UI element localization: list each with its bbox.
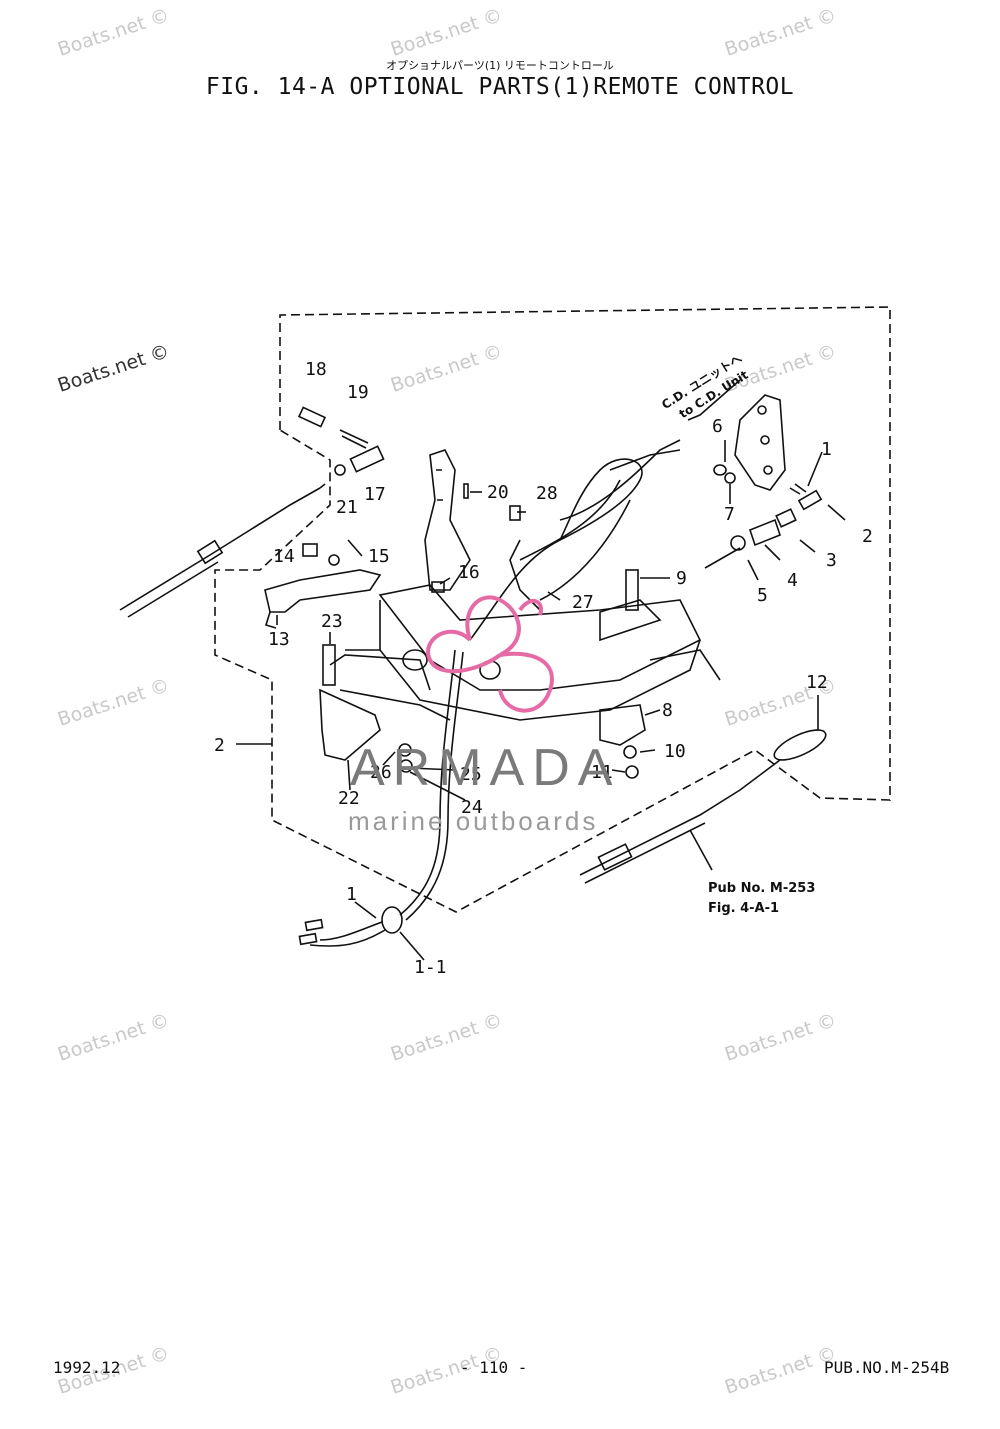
part-label: 4 [787,570,798,591]
footer-pub-number: PUB.NO.M-254B [824,1358,950,1377]
part-label: 19 [347,382,369,403]
part-label: 13 [268,629,290,650]
part-label: 1 [821,439,832,460]
part-label: 7 [724,504,735,525]
part-label: 15 [368,546,390,567]
part-labels: 18 19 21 17 20 28 6 1 7 2 3 4 5 9 14 15 … [214,359,873,978]
page-subtitle-jp: オプショナルパーツ(1) リモートコントロール [386,59,614,72]
part-18-pin [297,406,327,428]
part-label: 10 [664,741,686,762]
engine-body-outline [378,584,702,691]
part-label: 5 [757,585,768,606]
page-title: FIG. 14-A OPTIONAL PARTS(1)REMOTE CONTRO… [205,74,795,100]
bracket-8 [599,704,646,746]
footer-date: 1992.12 [53,1358,121,1377]
wire-harness [469,458,643,641]
part-label: 14 [273,546,295,567]
part-label: 21 [336,497,358,518]
part-label: 17 [364,484,386,505]
part-label: 3 [826,550,837,571]
part-label: 25 [460,764,482,785]
part-17-link [349,445,385,473]
part-label: 11 [591,762,613,783]
part-label: 1 [346,884,357,905]
part-label: 9 [676,568,687,589]
part-label: 2 [862,526,873,547]
main-cable [399,649,456,916]
part-label: 24 [461,797,483,818]
pub-reference-line1: Pub No. M-253 [708,881,815,896]
part-label: 16 [458,562,480,583]
cable-end-part [773,729,827,761]
logo-wordmark: ARMADA [350,739,621,797]
part-label: 6 [712,416,723,437]
grommet [381,906,403,934]
part-label: 28 [536,483,558,504]
pub-reference-line2: Fig. 4-A-1 [708,901,779,916]
assembly-boundary [214,306,891,913]
part-label: 27 [572,592,594,613]
bracket [424,449,471,591]
logo-mark [426,595,554,713]
part-label: 22 [338,788,360,809]
footer-page-number: - 110 - [460,1358,528,1377]
part-label: 8 [662,700,673,721]
logo-tagline: marine outboards [348,806,599,836]
bracket-22 [319,688,381,761]
control-cable-upper [119,487,321,611]
part-label: 1-1 [414,957,447,978]
part-label: 12 [806,672,828,693]
part-label: 23 [321,611,343,632]
control-cable-lower [579,774,761,876]
part-label: 20 [487,482,509,503]
shift-arm [264,569,382,613]
part-label: 2 [214,735,225,756]
part-label: 18 [305,359,327,380]
part-label: 26 [370,762,392,783]
mounting-bracket [734,394,786,491]
